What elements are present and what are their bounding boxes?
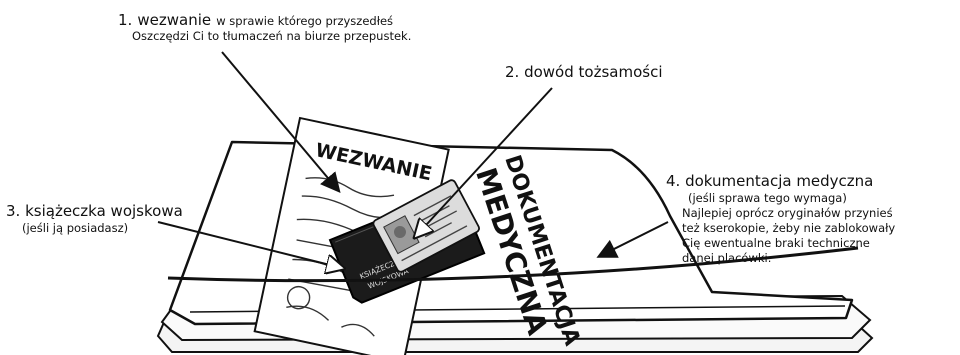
label-id-card-number: 2. bbox=[505, 63, 520, 81]
label-id-card-title: dowód tożsamości bbox=[524, 63, 663, 81]
label-summons: 1. wezwanie w sprawie którego przyszedłe… bbox=[118, 10, 393, 29]
label-summons-title: wezwanie bbox=[137, 11, 212, 29]
label-summons-number: 1. bbox=[118, 11, 133, 29]
label-military-book-number: 3. bbox=[6, 202, 21, 220]
label-medical-docs-line-3: Cię ewentualne braki techniczne bbox=[682, 236, 870, 250]
label-medical-docs-line-1: Najlepiej oprócz oryginałów przynieś bbox=[682, 206, 893, 220]
label-medical-docs-number: 4. bbox=[666, 172, 681, 190]
arrow-to-medical-folder bbox=[596, 221, 669, 258]
arrow-to-summons bbox=[221, 51, 341, 194]
label-summons-rest: w sprawie którego przyszedłeś bbox=[216, 14, 394, 28]
label-military-book-title: książeczka wojskowa bbox=[25, 202, 183, 220]
summons-stamp bbox=[286, 285, 311, 310]
label-medical-docs-line-2: też kserokopie, żeby nie zablokowały bbox=[682, 221, 896, 235]
label-military-book: 3. książeczka wojskowa bbox=[6, 202, 183, 220]
label-summons-line2: Oszczędzi Ci to tłumaczeń na biurze prze… bbox=[132, 29, 412, 43]
label-medical-docs: 4. dokumentacja medyczna bbox=[666, 172, 873, 190]
label-military-book-note: (jeśli ją posiadasz) bbox=[22, 221, 129, 235]
label-medical-docs-title: dokumentacja medyczna bbox=[685, 172, 874, 190]
arrow-to-id-card bbox=[416, 87, 553, 236]
arrow-to-military-booklet bbox=[157, 221, 342, 268]
label-medical-docs-line-4: danej placówki. bbox=[682, 251, 772, 265]
label-id-card: 2. dowód tożsamości bbox=[505, 63, 663, 81]
strap-band bbox=[167, 246, 859, 283]
label-medical-docs-note: (jeśli sprawa tego wymaga) bbox=[688, 191, 847, 205]
